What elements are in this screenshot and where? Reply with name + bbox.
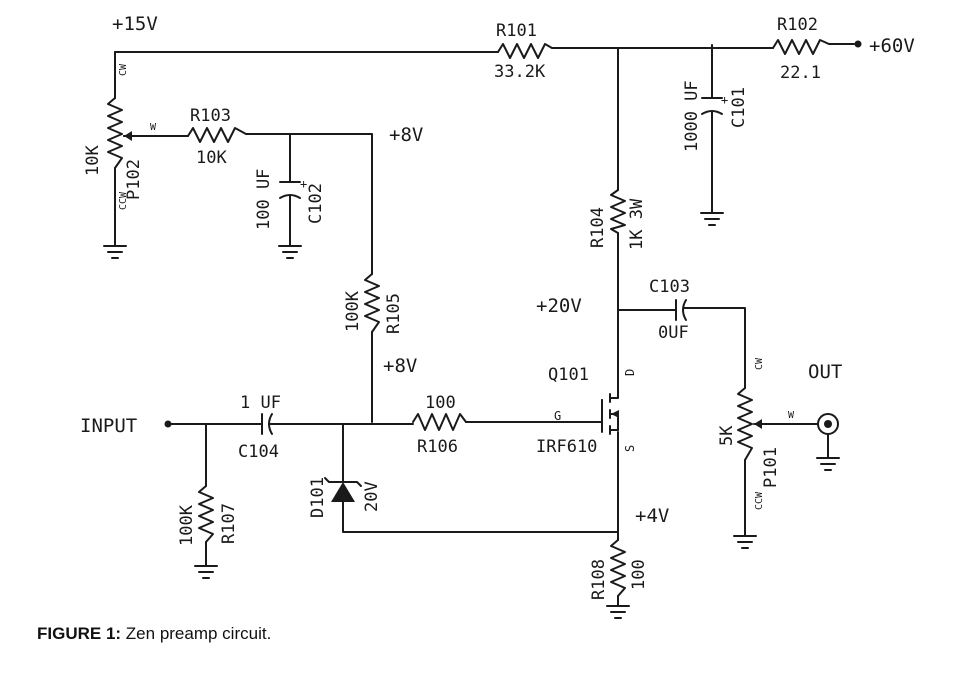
r107-name: R107 [219, 503, 239, 544]
q101-part: IRF610 [536, 437, 597, 457]
mosfet-arrow-icon [611, 410, 619, 418]
r106-value: 100 [425, 393, 456, 413]
wire-zener [342, 423, 619, 533]
c101-plus-label: + [721, 93, 728, 107]
ground-icon [733, 535, 757, 549]
p101-cw-label: CW [754, 357, 765, 370]
p102-ccw-label: CCW [118, 191, 129, 210]
r101-value: 33.2K [494, 62, 546, 82]
r105-name: R105 [384, 293, 404, 334]
p102-value: 10K [83, 145, 103, 176]
node-20v-label: +20V [536, 295, 582, 317]
r102-value: 22.1 [780, 63, 821, 83]
wire-c103 [617, 307, 746, 537]
pin-d-label: D [623, 369, 637, 376]
ground-icon [700, 212, 724, 226]
c102-plus-label: + [300, 177, 307, 191]
r106-name: R106 [417, 437, 458, 457]
ground-icon [103, 245, 127, 259]
d101-value: 20V [362, 481, 382, 512]
p102-cw-label: CW [118, 63, 129, 76]
node-8v-top-label: +8V [389, 124, 423, 146]
r107-value: 100K [177, 504, 197, 546]
ground-icon [278, 245, 302, 259]
potentiometer-p101 [737, 387, 762, 461]
d101-name: D101 [308, 477, 328, 518]
wire-top-rail [114, 43, 855, 53]
q101-name: Q101 [548, 365, 589, 385]
p102-wiper-label: W [150, 122, 157, 133]
r105-value: 100K [343, 290, 363, 332]
node-4v-label: +4V [635, 505, 669, 527]
p101-value: 5K [717, 425, 737, 446]
capacitor-c101 [701, 97, 723, 115]
c103-value: 0UF [658, 323, 689, 343]
terminal-60v-dot [854, 40, 862, 48]
p102-name: P102 [124, 159, 144, 200]
p101-wiper-label: W [788, 410, 795, 421]
resistor-r106 [412, 413, 467, 431]
caption-prefix: FIGURE 1: [37, 624, 122, 643]
r103-value: 10K [196, 148, 227, 168]
r108-value: 100 [629, 559, 649, 590]
r102-name: R102 [777, 15, 818, 35]
figure-caption: FIGURE 1: Zen preamp circuit. [37, 624, 271, 644]
pin-s-label: S [623, 445, 637, 452]
capacitor-c102 [279, 181, 301, 199]
mosfet-q101 [601, 377, 619, 435]
ground-symbols [103, 212, 840, 619]
r104-name: R104 [588, 207, 608, 248]
supply-60v-label: +60V [869, 35, 915, 57]
p101-ccw-label: CCW [754, 491, 765, 510]
caption-text: Zen preamp circuit. [125, 624, 272, 643]
p102-wiper-arrow-icon [124, 131, 132, 141]
capacitor-c103 [675, 299, 687, 321]
c102-name: C102 [306, 183, 326, 224]
wire-input [167, 421, 603, 425]
wire-r103-node [123, 133, 373, 275]
c102-value: 100 UF [254, 169, 274, 230]
wires [114, 43, 855, 607]
potentiometer-p102 [107, 97, 139, 169]
out-label: OUT [808, 361, 842, 383]
resistor-r105 [364, 273, 380, 333]
resistor-r108 [610, 539, 626, 597]
c103-name: C103 [649, 277, 690, 297]
resistor-r103 [187, 127, 247, 143]
resistor-r104 [610, 189, 626, 234]
capacitor-c104 [261, 413, 273, 435]
input-terminal-dot [164, 420, 172, 428]
p101-wiper-arrow-icon [754, 419, 762, 429]
pin-g-label: G [554, 409, 561, 423]
resistor-r102 [772, 39, 830, 55]
wire-out [753, 423, 829, 459]
c104-name: C104 [238, 442, 279, 462]
output-jack [817, 413, 839, 435]
supply-15v-label: +15V [112, 13, 158, 35]
ground-icon [816, 457, 840, 471]
input-label: INPUT [80, 415, 137, 437]
resistor-r107 [198, 485, 214, 543]
p101-name: P101 [761, 447, 781, 488]
r103-name: R103 [190, 106, 231, 126]
c101-name: C101 [729, 87, 749, 128]
c101-value: 1000 UF [682, 80, 702, 152]
zener-diode-d101 [324, 477, 362, 502]
r108-name: R108 [589, 559, 609, 600]
r104-value: 1K 3W [627, 198, 647, 250]
r101-name: R101 [496, 21, 537, 41]
ground-icon [606, 605, 630, 619]
labels: +15V +60V +8V +8V +20V +4V INPUT OUT R10… [80, 13, 915, 600]
c104-value: 1 UF [240, 393, 281, 413]
node-8v-gate-label: +8V [383, 355, 417, 377]
ground-icon [194, 565, 218, 579]
resistor-r101 [497, 43, 553, 59]
